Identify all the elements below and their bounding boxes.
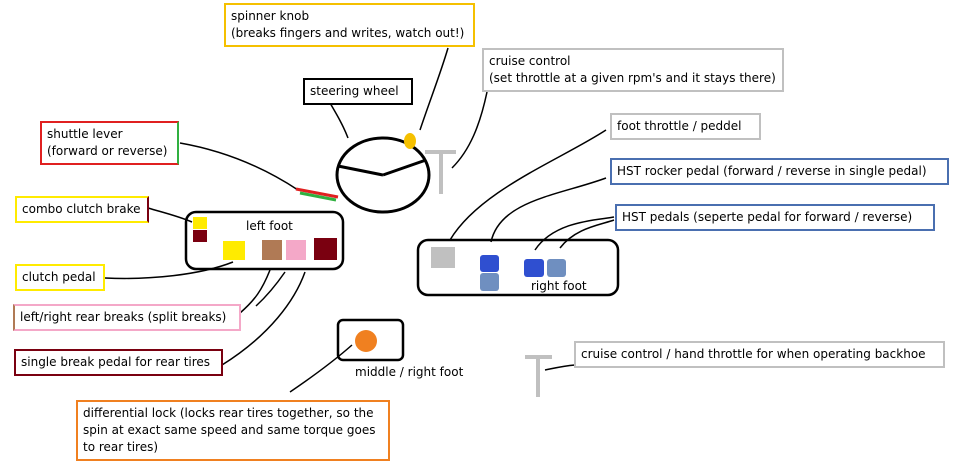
hst-rocker-reverse[interactable]	[480, 273, 499, 291]
label-spinner-knob: spinner knob (breaks fingers and writes,…	[224, 3, 475, 47]
hst-forward-pedal[interactable]	[524, 259, 544, 277]
foot-throttle-pad[interactable]	[431, 247, 455, 268]
hand-throttle-icon	[525, 355, 552, 397]
connector-spinner	[419, 47, 449, 131]
connector-cruise	[451, 91, 488, 169]
label-combo-clutch-brake-text: combo clutch brake	[22, 202, 141, 216]
left-foot-area	[184, 210, 345, 271]
right-foot-area	[416, 238, 620, 297]
label-diff-lock-line3: to rear tires)	[83, 440, 159, 454]
combo-brake-maroon	[193, 230, 207, 242]
label-combo-clutch-brake: combo clutch brake	[15, 196, 149, 223]
label-split-breaks-text: left/right rear breaks (split breaks)	[20, 310, 227, 324]
diff-lock-button[interactable]	[355, 330, 377, 352]
label-hst-pedals-text: HST pedals (seperte pedal for forward / …	[622, 210, 913, 224]
label-foot-throttle: foot throttle / peddel	[610, 113, 761, 140]
right-foot-caption: right foot	[531, 279, 587, 293]
combo-brake-yellow	[193, 217, 207, 229]
connector-hand-throttle	[544, 364, 576, 371]
connector-single-break	[221, 271, 306, 366]
label-hand-throttle-text: cruise control / hand throttle for when …	[581, 347, 926, 361]
label-clutch-pedal: clutch pedal	[15, 264, 105, 291]
label-hand-throttle: cruise control / hand throttle for when …	[574, 341, 945, 368]
connector-shuttle	[179, 142, 299, 191]
connector-diff-lock	[289, 344, 353, 393]
label-steering-wheel: steering wheel	[303, 78, 413, 105]
label-shuttle-lever-line1: shuttle lever	[47, 127, 123, 141]
label-cruise-control-line1: cruise control	[489, 54, 571, 68]
hst-rocker-forward[interactable]	[480, 255, 499, 272]
label-foot-throttle-text: foot throttle / peddel	[617, 119, 742, 133]
label-shuttle-lever: shuttle lever (forward or reverse)	[40, 121, 179, 165]
hst-reverse-pedal[interactable]	[547, 259, 566, 277]
connector-hst-pedals-2	[559, 219, 615, 249]
label-single-break-text: single break pedal for rear tires	[21, 355, 211, 369]
steering-wheel-icon	[335, 136, 431, 214]
middle-foot-area	[336, 318, 405, 362]
connector-lines	[104, 47, 615, 393]
spinner-knob-icon	[404, 133, 416, 149]
connector-hst-rocker	[490, 177, 607, 243]
label-split-breaks: left/right rear breaks (split breaks)	[13, 304, 241, 331]
middle-right-foot-caption: middle / right foot	[355, 365, 464, 379]
label-spinner-knob-line2: (breaks fingers and writes, watch out!)	[231, 26, 465, 40]
label-clutch-pedal-text: clutch pedal	[22, 270, 96, 284]
left-rear-brake-pad[interactable]	[262, 240, 282, 260]
connector-steering	[329, 102, 349, 139]
single-brake-pad[interactable]	[314, 238, 337, 260]
label-hst-pedals: HST pedals (seperte pedal for forward / …	[615, 204, 935, 231]
clutch-pedal-pad[interactable]	[223, 241, 245, 260]
label-spinner-knob-line1: spinner knob	[231, 9, 310, 23]
label-hst-rocker: HST rocker pedal (forward / reverse in s…	[610, 158, 949, 185]
label-hst-rocker-text: HST rocker pedal (forward / reverse in s…	[617, 164, 927, 178]
connector-split-2	[255, 271, 286, 307]
connector-hst-pedals	[534, 216, 615, 251]
shuttle-lever-icon	[295, 187, 339, 202]
label-diff-lock-line2: spin at exact same speed and same torque…	[83, 423, 376, 437]
connector-foot-throttle	[449, 129, 607, 241]
throttle-lever-icon	[425, 150, 456, 194]
connector-clutch	[104, 261, 234, 280]
connector-split-1	[239, 269, 271, 314]
label-cruise-control-line2: (set throttle at a given rpm's and it st…	[489, 71, 776, 85]
label-shuttle-lever-line2: (forward or reverse)	[47, 144, 168, 158]
label-diff-lock-line1: differential lock (locks rear tires toge…	[83, 406, 374, 420]
label-diff-lock: differential lock (locks rear tires toge…	[76, 400, 390, 461]
right-rear-brake-pad[interactable]	[286, 240, 306, 260]
left-foot-caption: left foot	[246, 219, 293, 233]
connector-combo	[147, 207, 193, 223]
label-cruise-control: cruise control (set throttle at a given …	[482, 48, 784, 92]
label-steering-wheel-text: steering wheel	[310, 84, 399, 98]
label-single-break: single break pedal for rear tires	[14, 349, 223, 376]
